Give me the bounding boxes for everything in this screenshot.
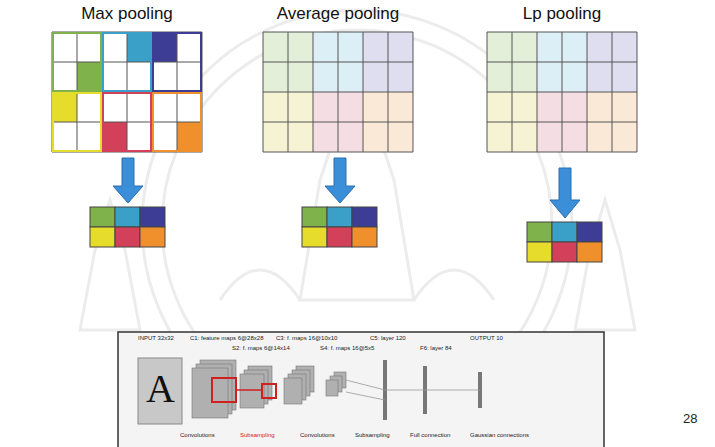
figure-label: INPUT 32x32 <box>138 335 174 342</box>
figure-label: S2: f. maps 6@14x14 <box>232 345 290 352</box>
figure-label: Subsampling <box>240 432 275 439</box>
lenet-thumbnail <box>118 332 604 447</box>
average-pooling-grid <box>263 32 413 152</box>
figure-label: C3: f. maps 16@10x10 <box>276 335 337 342</box>
pooled-outputs <box>90 207 602 262</box>
input-letter: A <box>146 366 175 412</box>
column-heading: Lp pooling <box>482 4 642 24</box>
page-number: 28 <box>683 412 697 427</box>
figure-label: Convolutions <box>180 432 215 439</box>
lp-pooling-grid <box>487 32 637 152</box>
figure-label: C5: layer 120 <box>370 335 406 342</box>
column-heading: Average pooling <box>258 4 418 24</box>
figure-label: OUTPUT 10 <box>470 335 503 342</box>
figure-label: Convolutions <box>300 432 335 439</box>
max-pooling-grid <box>52 32 202 152</box>
figure-label: Gaussian connections <box>470 432 529 439</box>
figure-label: C1: feature maps 6@28x28 <box>190 335 263 342</box>
figure-label: Subsampling <box>355 432 390 439</box>
figure-label: S4: f. maps 16@5x5 <box>320 345 374 352</box>
figure-label: Full connection <box>410 432 450 439</box>
column-heading: Max pooling <box>47 4 207 24</box>
figure-label: F6: layer 84 <box>420 345 452 352</box>
